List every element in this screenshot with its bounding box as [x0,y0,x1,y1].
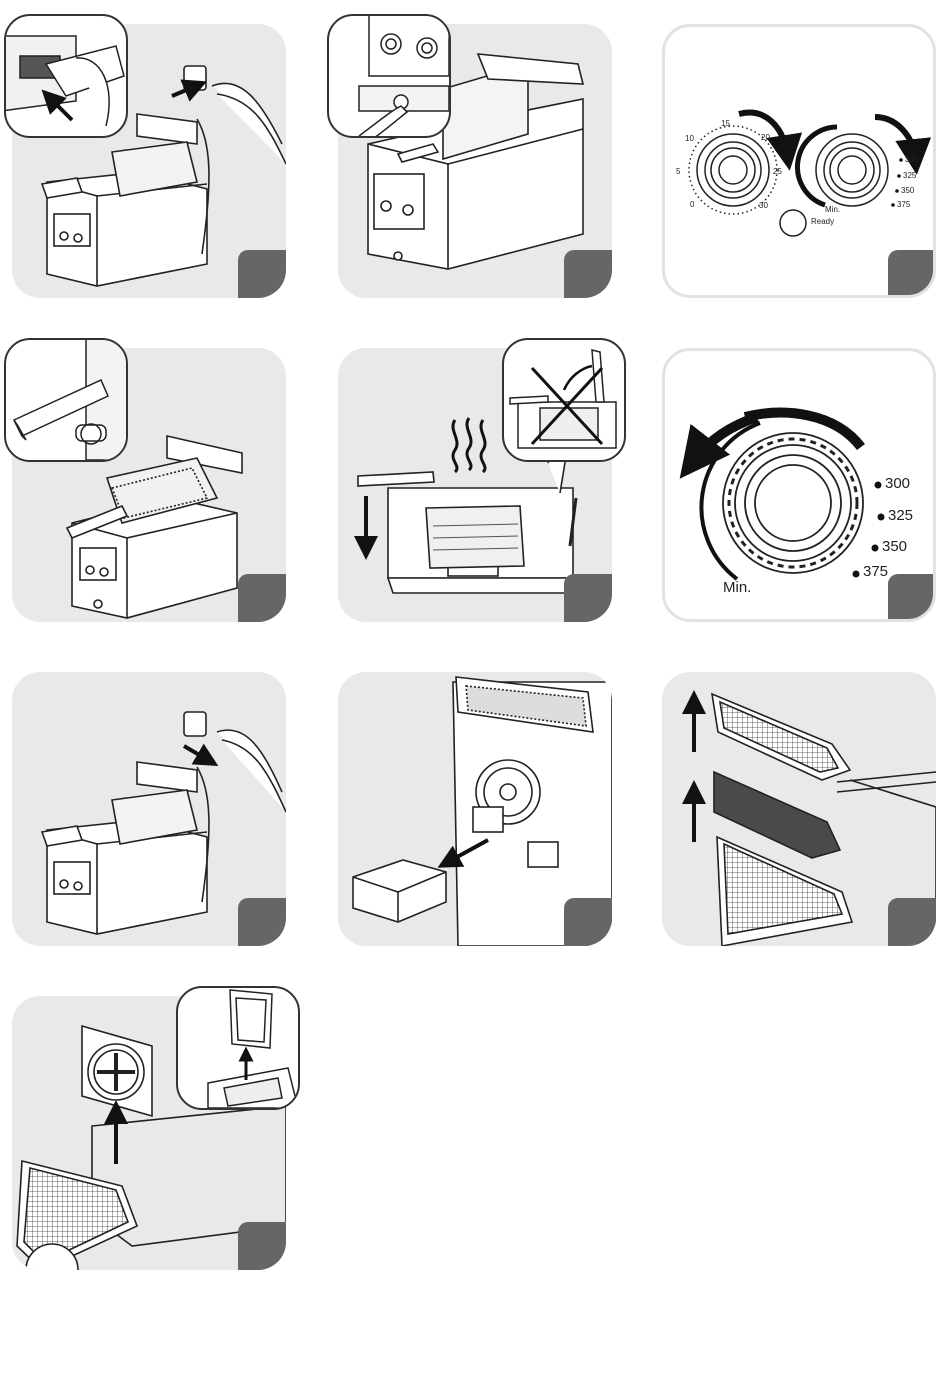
inset-cord-connection [4,14,128,138]
timer-tick-25: 25 [773,167,782,176]
step-panel-3: 0 5 10 15 20 25 30 Min. Ready 300 325 35… [662,24,936,298]
step-number-box [564,574,612,622]
timer-tick-5: 5 [676,167,680,176]
step-number-box [238,898,286,946]
large-temp-375: 375 [863,563,888,580]
large-temp-300: 300 [885,475,910,492]
temp-min-label: Min. [825,205,840,214]
step-number-box [564,250,612,298]
timer-tick-15: 15 [721,119,730,128]
step-panel-8 [338,672,612,946]
temp-350: 350 [901,186,914,195]
step-panel-9 [662,672,936,946]
ready-label: Ready [811,217,834,226]
step-number-box [238,250,286,298]
timer-tick-20: 20 [761,133,770,142]
large-temp-325: 325 [888,507,913,524]
inset-wrong-basket-position [502,338,626,462]
temp-300: 300 [905,155,918,164]
step-number-box [888,898,936,946]
step-number-box [564,898,612,946]
step-panel-7 [12,672,286,946]
step-panel-6: Min. 300 325 350 375 [662,348,936,622]
timer-tick-0: 0 [690,200,694,209]
timer-tick-10: 10 [685,134,694,143]
step-number-box [238,1222,286,1270]
step-number-box [888,574,936,622]
large-temp-350: 350 [882,538,907,555]
temp-325: 325 [903,171,916,180]
temp-375: 375 [897,200,910,209]
step-number-box [888,250,936,298]
timer-tick-30: 30 [759,201,768,210]
inset-lift-filter-cover [176,986,300,1110]
large-temp-min-label: Min. [723,579,751,596]
inset-handle-lock [4,338,128,462]
step-number-box [238,574,286,622]
inset-lid-button [327,14,451,138]
